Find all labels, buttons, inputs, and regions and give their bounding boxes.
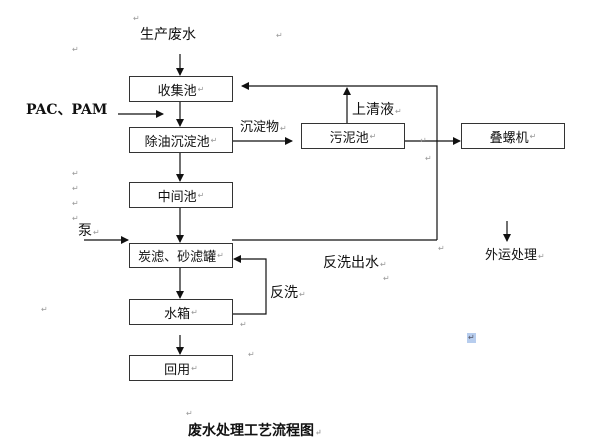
paragraph-mark: ↵	[248, 350, 255, 359]
box-filter: 炭滤、砂滤罐↵	[129, 243, 233, 268]
box-label: 污泥池	[329, 130, 369, 146]
paragraph-mark: ↵	[529, 131, 537, 141]
pump-label: 泵↵	[78, 224, 100, 238]
box-label: 收集池	[157, 83, 197, 99]
line-backwash-loop	[232, 255, 267, 315]
external-disposal-text: 外运处理	[485, 248, 538, 263]
paragraph-mark: ↵	[72, 214, 79, 223]
paragraph-mark: ↵	[191, 307, 198, 317]
paragraph-mark: ↵	[210, 135, 218, 145]
backwash-text: 反洗	[270, 285, 298, 301]
supernatant-text: 上清液	[352, 102, 394, 118]
paragraph-mark: ↵	[369, 131, 377, 141]
external-disposal-label: 外运处理↵	[485, 249, 545, 262]
paragraph-mark: ↵	[425, 154, 432, 163]
paragraph-mark: ↵	[72, 199, 79, 208]
sediment-text: 沉淀物	[240, 120, 280, 135]
backwash-effluent-text: 反洗出水	[323, 255, 379, 271]
paragraph-mark: ↵	[299, 290, 306, 299]
box-sludge-tank: 污泥池↵	[301, 123, 405, 149]
paragraph-mark: ↵	[197, 84, 205, 94]
paragraph-mark: ↵	[72, 184, 79, 193]
pump-text: 泵	[78, 223, 92, 239]
paragraph-mark: ↵	[93, 228, 100, 237]
paragraph-mark: ↵	[191, 363, 198, 373]
line-return-to-collection	[241, 82, 438, 240]
supernatant-label: 上清液↵	[352, 103, 402, 117]
box-label: 中间池	[157, 189, 197, 205]
box-intermediate-tank: 中间池↵	[129, 182, 233, 208]
box-reuse: 回用↵	[129, 355, 233, 381]
paragraph-mark: ↵	[217, 251, 224, 260]
paragraph-mark: ↵	[280, 124, 287, 133]
box-label: 叠螺机	[489, 130, 529, 146]
diagram-title: 废水处理工艺流程图↵	[188, 424, 322, 438]
backwash-effluent-label: 反洗出水↵	[323, 256, 387, 270]
backwash-label: 反洗↵	[270, 286, 306, 300]
paragraph-mark: ↵	[72, 45, 79, 54]
paragraph-mark: ↵	[315, 427, 322, 437]
title-text: 废水处理工艺流程图	[188, 423, 314, 439]
paragraph-mark: ↵	[197, 190, 205, 200]
box-label: 炭滤、砂滤罐	[138, 250, 217, 265]
paragraph-mark: ↵	[420, 136, 427, 145]
box-label: 水箱	[164, 306, 191, 322]
paragraph-mark: ↵	[538, 252, 545, 261]
paragraph-mark: ↵	[41, 305, 48, 314]
paragraph-mark: ↵	[276, 31, 283, 40]
paragraph-mark: ↵	[133, 14, 140, 23]
selected-paragraph-mark[interactable]: ↵	[467, 333, 476, 343]
paragraph-mark: ↵	[240, 320, 247, 329]
paragraph-mark: ↵	[186, 409, 193, 418]
box-water-tank: 水箱↵	[129, 299, 233, 325]
source-label: 生产废水	[140, 28, 196, 42]
box-label: 除油沉淀池	[144, 134, 210, 150]
box-screw-press: 叠螺机↵	[461, 123, 565, 149]
paragraph-mark: ↵	[72, 169, 79, 178]
paragraph-mark: ↵	[395, 107, 402, 116]
sediment-label: 沉淀物↵	[240, 121, 287, 134]
paragraph-mark: ↵	[438, 244, 445, 253]
paragraph-mark: ↵	[383, 274, 390, 283]
box-collection-tank: 收集池↵	[129, 76, 233, 102]
box-label: 回用	[164, 362, 191, 378]
paragraph-mark: ↵	[380, 260, 387, 269]
reagent-label: PAC、PAM	[26, 102, 108, 118]
source-text: 生产废水	[140, 27, 196, 43]
box-oil-sedimentation: 除油沉淀池↵	[129, 127, 233, 153]
